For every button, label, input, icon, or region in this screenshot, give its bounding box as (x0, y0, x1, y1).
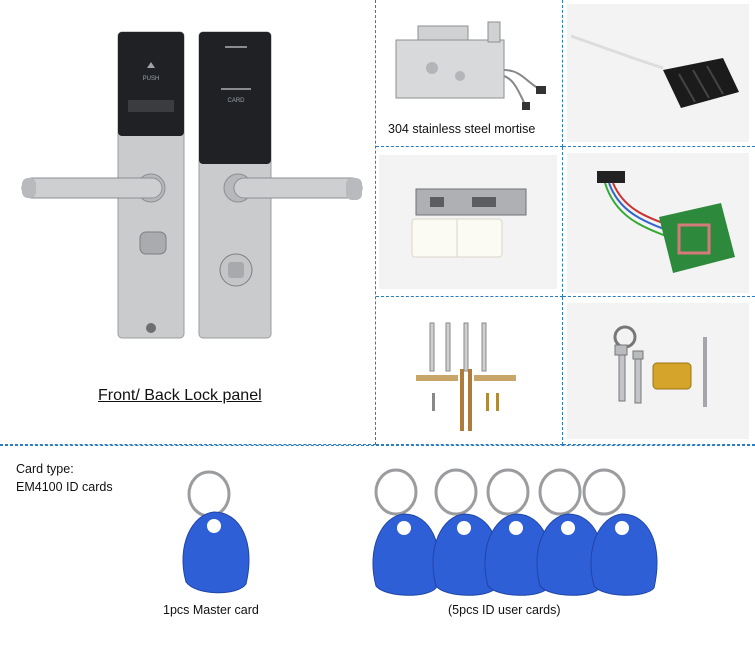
strike-plate-illustration (411, 188, 527, 258)
screws-cell (376, 297, 563, 445)
battery-box-illustration (570, 34, 739, 108)
strike-plate-cell (376, 147, 563, 297)
key-fobs-illustration (182, 468, 658, 596)
rfid-board-cell (563, 147, 755, 297)
card-type-label: Card type: (16, 462, 74, 476)
user-card-fob-2 (432, 468, 500, 596)
keys-cylinder-cell (563, 297, 755, 445)
user-card-fob-4 (536, 468, 604, 596)
user-card-fob-5 (582, 468, 658, 596)
keys-cylinder-illustration (613, 325, 707, 407)
mortise-caption: 304 stainless steel mortise (388, 122, 536, 136)
mortise-illustration (395, 21, 546, 110)
master-card-fob (182, 470, 250, 594)
cards-cell: Card type: EM4100 ID cards (0, 445, 755, 649)
master-card-caption: 1pcs Master card (163, 603, 259, 617)
screws-illustration (416, 322, 516, 431)
lock-panel-caption: Front/ Back Lock panel (98, 387, 262, 404)
user-card-fob-1 (372, 468, 440, 596)
front-panel-push-text: PUSH (143, 76, 160, 82)
lock-panel-illustration: PUSH CARD (21, 31, 363, 339)
mortise-cell: 304 stainless steel mortise (376, 0, 563, 147)
lock-panel-cell: PUSH CARD Front/ Back Lock panel (0, 0, 376, 445)
card-type-value: EM4100 ID cards (16, 480, 113, 494)
back-panel-card-text: CARD (227, 98, 245, 104)
user-cards-caption: (5pcs ID user cards) (448, 603, 561, 617)
rfid-board-illustration (597, 171, 735, 273)
battery-box-cell (563, 0, 755, 147)
user-card-fob-3 (484, 468, 552, 596)
